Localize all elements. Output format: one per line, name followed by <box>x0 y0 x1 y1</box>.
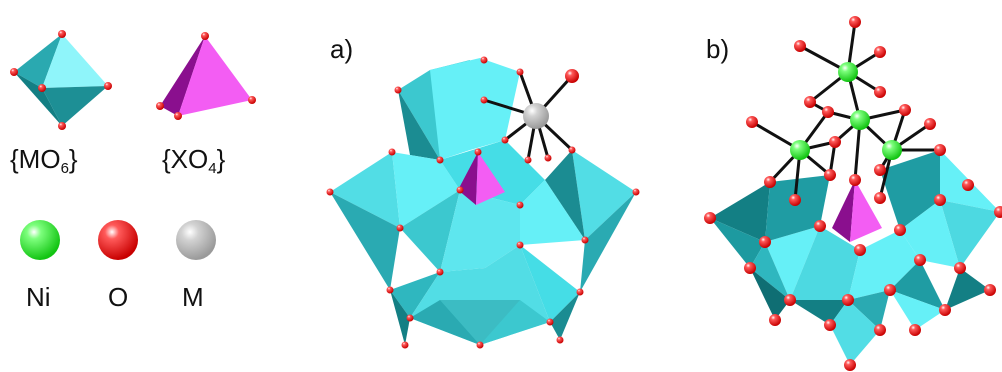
ni-label: Ni <box>26 282 51 312</box>
m-atom-sphere <box>176 220 216 260</box>
xo4-tetrahedron-icon <box>156 32 256 120</box>
xo4-label: {XO4} <box>162 144 226 177</box>
mo6-label: {MO6} <box>10 144 78 177</box>
panel-b-label: b) <box>706 34 730 64</box>
o-atom-sphere <box>98 220 138 260</box>
panel-a-label: a) <box>330 34 354 64</box>
m-label: M <box>182 282 204 312</box>
structure-a <box>326 56 640 349</box>
ni-atom-sphere <box>20 220 60 260</box>
structure-b <box>704 16 1002 371</box>
o-label: O <box>108 282 129 312</box>
mo6-octahedron-icon <box>10 30 112 130</box>
